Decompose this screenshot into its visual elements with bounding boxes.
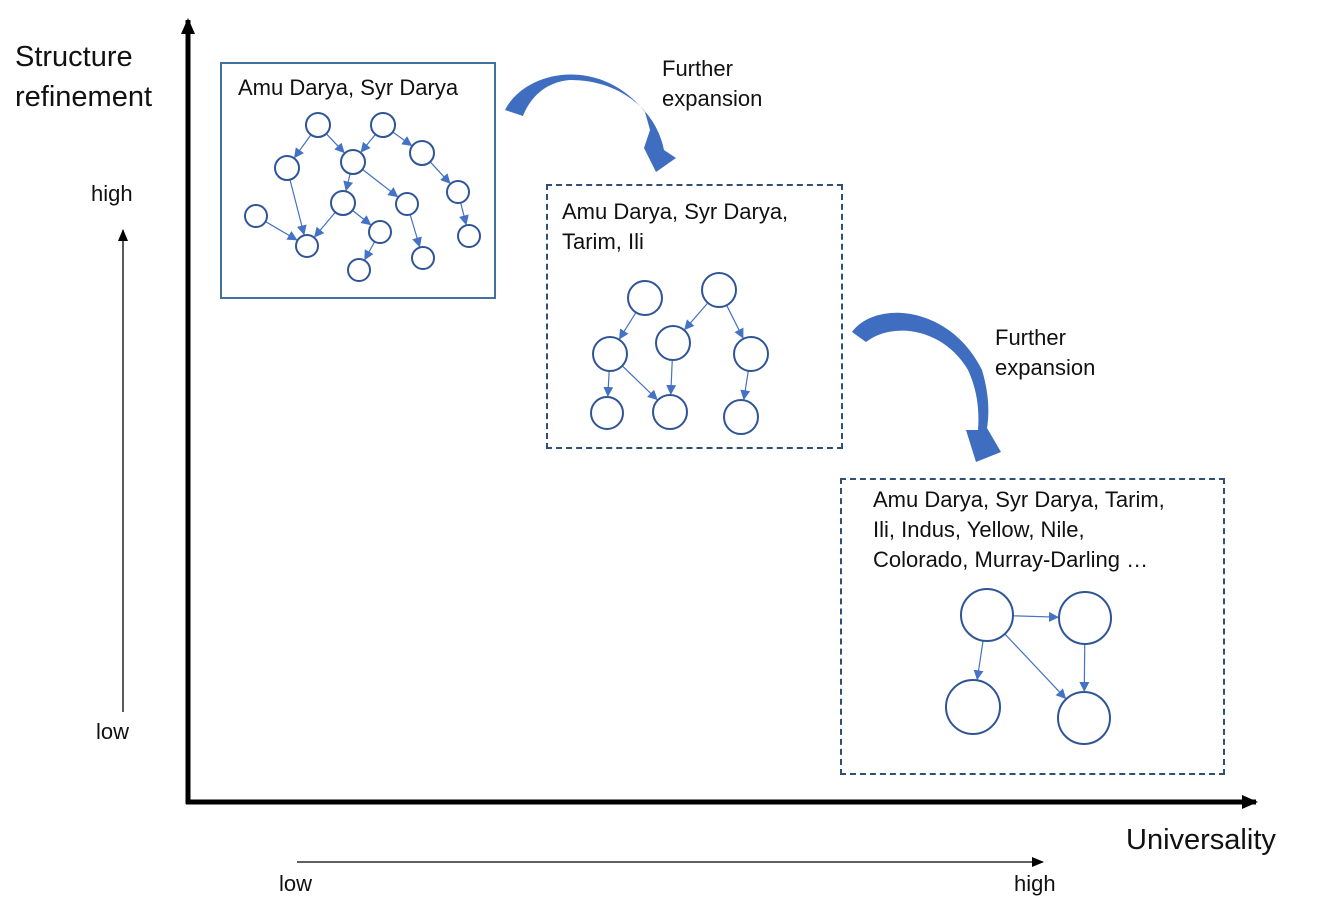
- graph-edge: [740, 370, 751, 401]
- stage-2-label: Amu Darya, Syr Darya, Tarim, Ili: [562, 199, 789, 254]
- x-axis-low-label: low: [279, 871, 313, 896]
- transition-1-label: Further expansion: [662, 56, 763, 111]
- graph-edge: [459, 202, 469, 226]
- graph-edge: [684, 302, 709, 331]
- graph-edge: [343, 173, 354, 192]
- stage-1-label: Amu Darya, Syr Darya: [238, 75, 459, 100]
- y-axis-title: Structure refinement: [15, 41, 153, 113]
- stage-box-3: Amu Darya, Syr Darya, Tarim, Ili, Indus,…: [840, 478, 1225, 775]
- y-axis-high-label: high: [91, 181, 133, 206]
- graph-node: [590, 396, 624, 430]
- graph-edge: [289, 179, 307, 236]
- graph-node: [1058, 591, 1112, 645]
- graph-edge: [619, 312, 637, 340]
- graph-node: [411, 246, 435, 270]
- graph-edge: [1004, 633, 1067, 700]
- graph-node: [592, 336, 628, 372]
- graph-edge: [360, 133, 376, 153]
- x-axis-title: Universality: [1126, 824, 1276, 856]
- transition-2-label: Further expansion: [995, 325, 1096, 380]
- stage-box-2: Amu Darya, Syr Darya, Tarim, Ili: [546, 184, 843, 449]
- graph-node: [655, 325, 691, 361]
- graph-node: [295, 234, 319, 258]
- graph-edge: [294, 134, 312, 159]
- graph-edge: [621, 365, 658, 401]
- graph-node: [723, 399, 759, 435]
- graph-node: [1057, 691, 1111, 745]
- graph-edge: [1012, 611, 1060, 622]
- graph-edge: [603, 370, 614, 398]
- graph-node: [330, 190, 356, 216]
- y-axis-low-label: low: [96, 719, 130, 744]
- graph-node: [945, 679, 1001, 735]
- graph-edge: [409, 214, 422, 248]
- stage-box-1: Amu Darya, Syr Darya: [220, 62, 496, 299]
- graph-edge: [325, 133, 345, 154]
- graph-node: [395, 192, 419, 216]
- graph-node: [652, 394, 688, 430]
- graph-node: [368, 220, 392, 244]
- graph-edge: [362, 168, 399, 198]
- graph-edge: [352, 209, 372, 226]
- graph-edge: [973, 640, 984, 681]
- x-axis-high-label: high: [1014, 871, 1056, 896]
- graph-edge: [265, 221, 298, 241]
- graph-node: [347, 258, 371, 282]
- curved-arrow-1: [505, 74, 676, 172]
- graph-node: [457, 224, 481, 248]
- graph-edge: [392, 131, 413, 147]
- graph-node: [627, 280, 663, 316]
- graph-node: [733, 336, 769, 372]
- graph-node: [446, 180, 470, 204]
- curved-arrow-2: [852, 312, 1001, 462]
- graph-node: [409, 140, 435, 166]
- graph-node: [960, 588, 1014, 642]
- graph-edge: [666, 359, 677, 396]
- graph-edge: [364, 241, 376, 261]
- graph-node: [244, 204, 268, 228]
- graph-node: [274, 155, 300, 181]
- stage-3-label: Amu Darya, Syr Darya, Tarim, Ili, Indus,…: [873, 487, 1165, 572]
- graph-edge: [429, 161, 451, 184]
- graph-node: [370, 112, 396, 138]
- graph-edge: [726, 304, 744, 339]
- graph-node: [701, 272, 737, 308]
- graph-edge: [314, 211, 336, 238]
- graph-node: [340, 149, 366, 175]
- graph-node: [305, 112, 331, 138]
